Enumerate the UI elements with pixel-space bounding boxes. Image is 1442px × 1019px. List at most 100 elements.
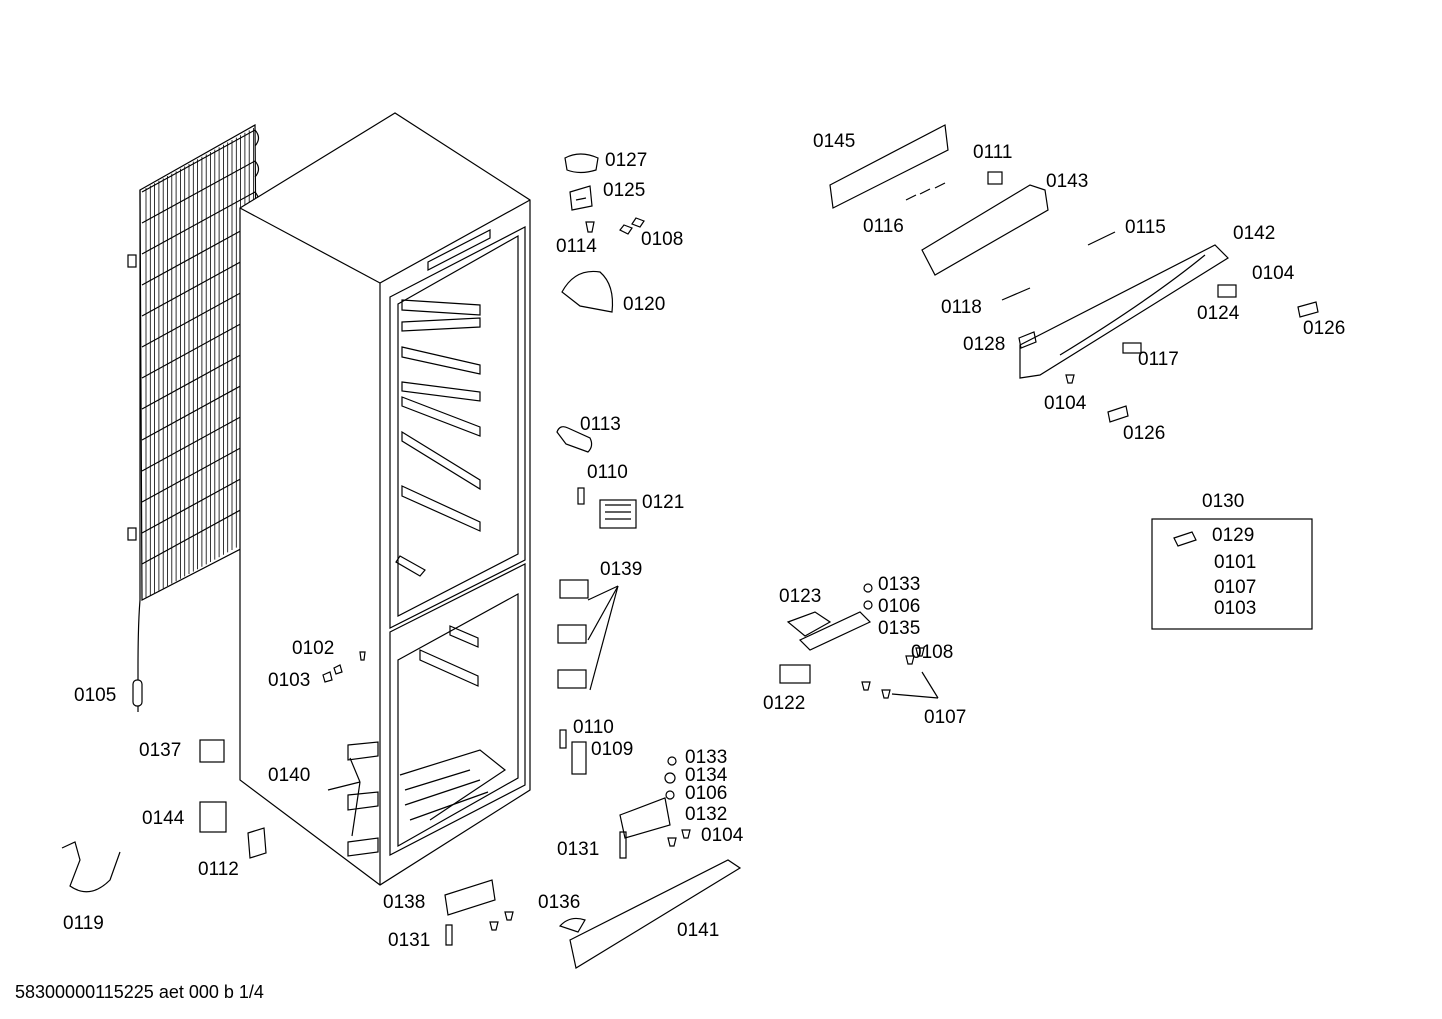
label-0102: 0102: [292, 638, 334, 659]
label-0135: 0135: [878, 618, 920, 639]
label-0122: 0122: [763, 693, 805, 714]
label-0125: 0125: [603, 180, 645, 201]
part-0124: [1217, 284, 1237, 298]
part-0141: [569, 859, 742, 969]
label-0106: 0106: [878, 596, 920, 617]
label-0104: 0104: [701, 825, 744, 846]
part-0143: [921, 184, 1049, 276]
part-0125: [569, 185, 593, 211]
label-0140: 0140: [268, 765, 310, 786]
label-0116: 0116: [863, 216, 904, 237]
part-0139-a: [559, 579, 589, 599]
part-0113: [556, 426, 593, 453]
bolt-0131-upper: [619, 831, 627, 859]
screws-0108: [619, 217, 645, 235]
screw-0104-right: [1065, 374, 1075, 384]
label-0132: 0132: [685, 804, 727, 825]
part-0139-c: [557, 669, 587, 689]
label-0133: 0133: [685, 747, 727, 768]
label-0107: 0107: [1214, 577, 1256, 598]
label-0117: 0117: [1138, 349, 1179, 370]
parts-0107: [861, 681, 891, 699]
parts-0116: [905, 182, 946, 201]
label-0131: 0131: [388, 930, 430, 951]
label-0137: 0137: [139, 740, 181, 761]
label-0134: 0134: [685, 765, 728, 786]
label-0112: 0112: [198, 859, 239, 880]
part-0102: [359, 651, 366, 661]
part-0136: [558, 917, 586, 933]
part-0112: [247, 827, 267, 859]
parts-0118: [1001, 287, 1031, 301]
part-0110-upper: [577, 487, 585, 505]
part-0103: [322, 664, 343, 683]
label-0126: 0126: [1303, 318, 1345, 339]
part-0117: [1122, 342, 1142, 354]
label-0108: 0108: [641, 229, 683, 250]
label-0107: 0107: [924, 707, 966, 728]
part-0126-upper: [1297, 301, 1319, 318]
hinge-0132: [619, 797, 671, 839]
condenser-coil: [127, 123, 260, 669]
label-0124: 0124: [1197, 303, 1240, 324]
label-0106: 0106: [685, 783, 727, 804]
label-0143: 0143: [1046, 171, 1088, 192]
label-0123: 0123: [779, 586, 821, 607]
part-0128: [1018, 331, 1037, 349]
label-0129: 0129: [1212, 525, 1254, 546]
label-0130: 0130: [1202, 491, 1244, 512]
label-0104: 0104: [1252, 263, 1295, 284]
part-0137: [199, 739, 225, 763]
label-0104: 0104: [1044, 393, 1087, 414]
part-0121: [599, 499, 637, 529]
part-0127: [564, 153, 599, 174]
label-0118: 0118: [941, 297, 982, 318]
label-0126: 0126: [1123, 423, 1165, 444]
label-0142: 0142: [1233, 223, 1275, 244]
drier-filter-part: [132, 668, 143, 712]
label-0103: 0103: [1214, 598, 1256, 619]
label-0131: 0131: [557, 839, 599, 860]
label-0113: 0113: [580, 414, 621, 435]
screws-0104-lower: [667, 829, 691, 847]
label-0133: 0133: [878, 574, 920, 595]
part-0122: [779, 664, 811, 684]
label-0145: 0145: [813, 131, 855, 152]
part-0111: [987, 171, 1003, 185]
label-0141: 0141: [677, 920, 719, 941]
label-0120: 0120: [623, 294, 665, 315]
footer-document-id: 58300000115225 aet 000 b 1/4: [15, 982, 264, 1002]
part-0120: [561, 270, 614, 313]
label-0108: 0108: [911, 642, 953, 663]
hinge-0138: [444, 879, 496, 916]
part-0145: [829, 124, 949, 209]
part-0135: [798, 611, 872, 651]
part-0109: [571, 741, 587, 775]
label-0105: 0105: [74, 685, 116, 706]
parts-0115: [1087, 231, 1116, 246]
label-0136: 0136: [538, 892, 580, 913]
label-0121: 0121: [642, 492, 684, 513]
label-0114: 0114: [556, 236, 597, 257]
part-0142: [1019, 244, 1229, 379]
part-0126-lower: [1107, 405, 1129, 423]
label-0103: 0103: [268, 670, 310, 691]
bolt-0131-lower: [445, 924, 453, 946]
label-0128: 0128: [963, 334, 1005, 355]
screw-0114: [585, 221, 595, 233]
fridge-cabinet: [239, 112, 531, 886]
label-0110: 0110: [587, 462, 628, 483]
label-0139: 0139: [600, 559, 642, 580]
label-0144: 0144: [142, 808, 185, 829]
part-0123: [786, 611, 832, 637]
part-0110-lower: [559, 729, 567, 749]
label-0119: 0119: [63, 913, 104, 934]
label-0111: 0111: [973, 142, 1012, 163]
part-0144: [199, 801, 227, 833]
label-0138: 0138: [383, 892, 425, 913]
label-0127: 0127: [605, 150, 647, 171]
power-cord-0119: [61, 841, 121, 893]
label-0109: 0109: [591, 739, 633, 760]
label-0115: 0115: [1125, 217, 1166, 238]
